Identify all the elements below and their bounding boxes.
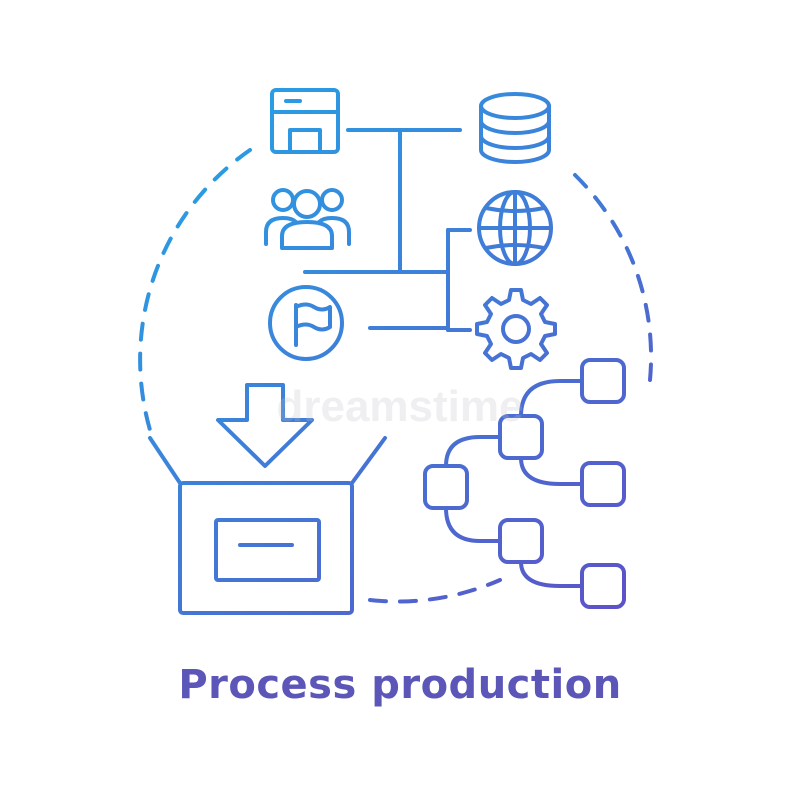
flag-icon <box>268 285 344 361</box>
dashed-circle-right <box>573 173 654 382</box>
inbox-box-icon <box>148 436 387 615</box>
download-arrow-icon <box>216 383 314 468</box>
database-icon <box>479 92 551 164</box>
users-icon <box>264 188 351 250</box>
flowchart-icon <box>423 358 626 609</box>
connector-lines <box>303 128 472 332</box>
dashed-circle-bottom <box>368 578 502 604</box>
globe-icon <box>477 190 553 266</box>
caption-title: Process production <box>178 662 622 708</box>
window-icon <box>270 88 340 154</box>
gear-icon <box>475 288 557 370</box>
dashed-circle-left <box>138 148 252 432</box>
